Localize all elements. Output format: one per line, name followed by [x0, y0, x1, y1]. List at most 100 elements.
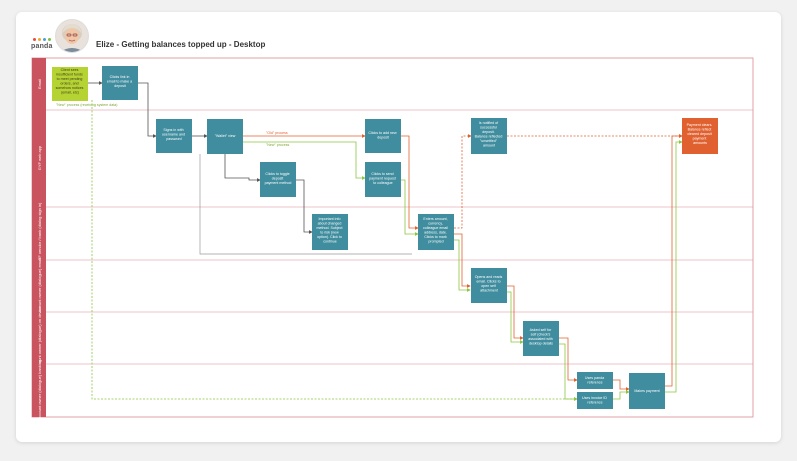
edge — [454, 233, 471, 288]
node-line: "Wallet" view — [215, 134, 236, 138]
edge — [507, 291, 524, 344]
node-add-new-deposit[interactable]: Clicks to add new deposit — [365, 119, 401, 153]
lane-header-account-email: Account owner (dialogue) email — [32, 258, 46, 314]
lane-label: Email — [37, 79, 42, 89]
node-line: somehow notices — [56, 86, 84, 90]
edge-label-new-process: "New" process — [266, 143, 290, 147]
node-line: Clicks link in — [110, 75, 130, 79]
node-line: deposit — [272, 177, 284, 181]
svg-text:Clicks to send payment r: Clicks to send payment request to collea… — [369, 172, 397, 185]
node-line: insufficient funds — [56, 73, 83, 77]
node-line: deposit — [377, 136, 389, 140]
node-asked-self[interactable]: Asked self for self (check's associated … — [523, 321, 559, 356]
svg-text:Clicks to toggle deposit: Clicks to toggle deposit payment method — [265, 172, 292, 185]
node-line: attachment — [480, 289, 498, 293]
node-line: deposit — [114, 84, 126, 88]
brand-logo-dots — [33, 38, 51, 41]
page-title: Elize - Getting balances topped up - Des… — [96, 40, 266, 49]
edge — [296, 179, 313, 234]
node-uses-invoice-id[interactable]: Uses invoice ID reference — [577, 392, 613, 409]
node-line: email. Clicks to — [476, 280, 500, 284]
node-important-info[interactable]: Important info about changed method. Sub… — [312, 214, 348, 250]
node-line: prompted — [428, 240, 443, 244]
node-notified-successful-deposit[interactable]: Is notified of successful deposit. Balan… — [471, 118, 507, 154]
node-line: Signs in with — [163, 128, 183, 132]
node-send-payment-request[interactable]: Clicks to send payment request to collea… — [365, 162, 401, 197]
edges — [88, 81, 683, 401]
lane-header-account-device: Account owner (dialogue) on device — [32, 305, 46, 370]
lane-label: GYF web app — [37, 145, 42, 170]
node-payment-clears[interactable]: Payment clears. Balance reflect cleared … — [682, 118, 718, 154]
node-line: address, date. — [424, 231, 447, 235]
edge — [613, 379, 630, 391]
node-line: "unsettled" — [480, 139, 498, 143]
svg-text:Enters amount, currency,: Enters amount, currency, colleague email… — [423, 217, 449, 244]
node-line: Opens and reads — [475, 275, 503, 279]
svg-text:Important info about cha: Important info about changed method. Sub… — [317, 217, 344, 244]
edge — [559, 337, 578, 382]
edge — [138, 82, 157, 138]
lane-label: Account owner (dialogue) on device — [37, 305, 42, 369]
node-line: Asked self for — [530, 328, 553, 332]
node-line: Clicks to toggle — [265, 172, 289, 176]
node-line: deposit. — [482, 130, 495, 134]
diagram-canvas — [16, 12, 781, 442]
edge — [507, 285, 524, 340]
node-line: Uses panda — [585, 376, 604, 380]
node-line: currency, — [428, 222, 443, 226]
lane-label: Account owner (dialogue) email — [37, 258, 42, 314]
node-line: amount — [483, 144, 495, 148]
node-line: about changed — [318, 222, 342, 226]
edge — [91, 100, 578, 401]
edge-label-old-process: "Old" process — [266, 131, 288, 135]
node-sign-in[interactable]: Signs in with username and password — [156, 119, 192, 153]
lane-header-vendor: GYF vendor / bank (dialog sign in) — [32, 202, 46, 263]
node-line: cleared deposit — [687, 132, 711, 136]
node-enter-amount[interactable]: Enters amount, currency, colleague email… — [418, 214, 454, 250]
node-line: Important info — [319, 217, 341, 221]
node-line: orders, and — [60, 82, 78, 86]
logo-dot — [48, 38, 51, 41]
node-line: to risk (new — [320, 231, 339, 235]
node-line: Enters amount, — [423, 217, 447, 221]
edge — [454, 239, 471, 292]
node-makes-payment[interactable]: Makes payment — [629, 373, 665, 409]
svg-text:Payment clears. Balance: Payment clears. Balance reflect cleared … — [687, 123, 714, 145]
svg-text:Client sees insufficient: Client sees insufficient funds to meet p… — [56, 68, 85, 95]
lane-label: Account owner (dialogue) banking — [37, 360, 42, 420]
node-line: to meet pending — [57, 77, 83, 81]
svg-text:Clicks to add new deposi: Clicks to add new deposit — [368, 131, 397, 140]
node-open-read-email[interactable]: Opens and reads email. Clicks to open se… — [471, 268, 507, 303]
node-line: continue — [323, 240, 337, 244]
lane-header-web-app: GYF web app — [32, 110, 46, 207]
logo-dot — [33, 38, 36, 41]
lane-header-account-banking: Account owner (dialogue) banking — [32, 360, 46, 420]
node-line: Balance reflect — [688, 128, 712, 132]
node-toggle-payment-method[interactable]: Clicks to toggle deposit payment method — [260, 162, 296, 197]
node-line: payment — [693, 137, 707, 141]
node-line: email to make a — [107, 80, 132, 84]
edge-label-new-process-receiving: "New" process (receiving system data) — [56, 103, 117, 107]
lane-label: GYF vendor / bank (dialog sign in) — [37, 202, 42, 263]
node-line: Payment clears. — [687, 123, 713, 127]
svg-text:Clicks link in email to: Clicks link in email to make a deposit — [107, 75, 133, 88]
edge — [199, 154, 412, 255]
logo-dot — [43, 38, 46, 41]
svg-text:Is notified of successfu: Is notified of successful deposit. Balan… — [475, 121, 504, 148]
node-wallet-view[interactable]: "Wallet" view — [207, 119, 243, 154]
svg-text:Opens and reads email. C: Opens and reads email. Clicks to open se… — [475, 275, 504, 293]
node-click-email-link[interactable]: Clicks link in email to make a deposit — [102, 66, 138, 100]
edge — [401, 179, 419, 236]
svg-text:Signs in with username a: Signs in with username and password — [162, 128, 186, 141]
node-line: payment method — [265, 181, 292, 185]
svg-text:Asked self for self (che: Asked self for self (check's associated … — [528, 328, 554, 346]
edge — [665, 140, 683, 393]
node-line: successful — [480, 126, 497, 130]
logo-dot — [38, 38, 41, 41]
node-uses-panda-reference[interactable]: Uses panda reference — [577, 372, 613, 389]
node-line: (email, etc) — [61, 91, 79, 95]
node-line: Clicks to add new — [368, 131, 397, 135]
edge — [401, 135, 419, 230]
node-insufficient-funds[interactable]: Client sees insufficient funds to meet p… — [52, 67, 88, 101]
